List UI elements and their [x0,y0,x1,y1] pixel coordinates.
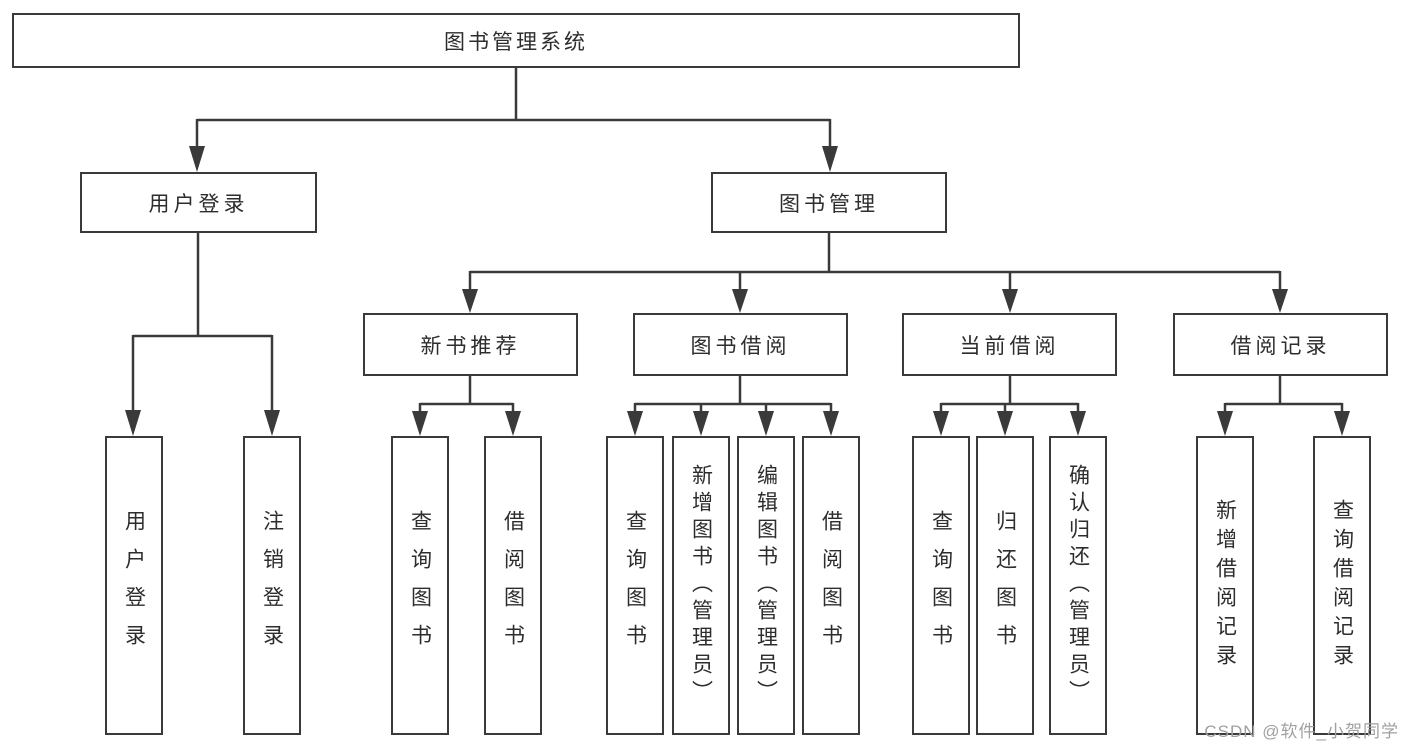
node-root: 图书管理系统 [12,13,1020,68]
leaf-logout: 注销登录 [243,436,301,735]
node-user-login: 用户登录 [80,172,317,233]
leaf-recommend-query-books: 查询图书 [391,436,449,735]
node-book-borrow: 图书借阅 [633,313,848,376]
leaf-current-return-books: 归还图书 [976,436,1034,735]
node-borrow-records: 借阅记录 [1173,313,1388,376]
leaf-borrow-add-books-admin: 新增图书（管理员） [672,436,730,735]
leaf-borrow-borrow-books: 借阅图书 [802,436,860,735]
leaf-records-query-record: 查询借阅记录 [1313,436,1371,735]
leaf-current-query-books: 查询图书 [912,436,970,735]
leaf-current-confirm-return-admin: 确认归还（管理员） [1049,436,1107,735]
leaf-records-add-record: 新增借阅记录 [1196,436,1254,735]
leaf-borrow-edit-books-admin: 编辑图书（管理员） [737,436,795,735]
leaf-recommend-borrow-books: 借阅图书 [484,436,542,735]
node-book-management: 图书管理 [711,172,947,233]
arrowheads [125,146,1350,436]
csdn-watermark: CSDN @软件_小贺同学 [1204,722,1399,741]
node-current-borrow: 当前借阅 [902,313,1117,376]
leaf-borrow-query-books: 查询图书 [606,436,664,735]
leaf-user-login: 用户登录 [105,436,163,735]
node-new-book-recommend: 新书推荐 [363,313,578,376]
